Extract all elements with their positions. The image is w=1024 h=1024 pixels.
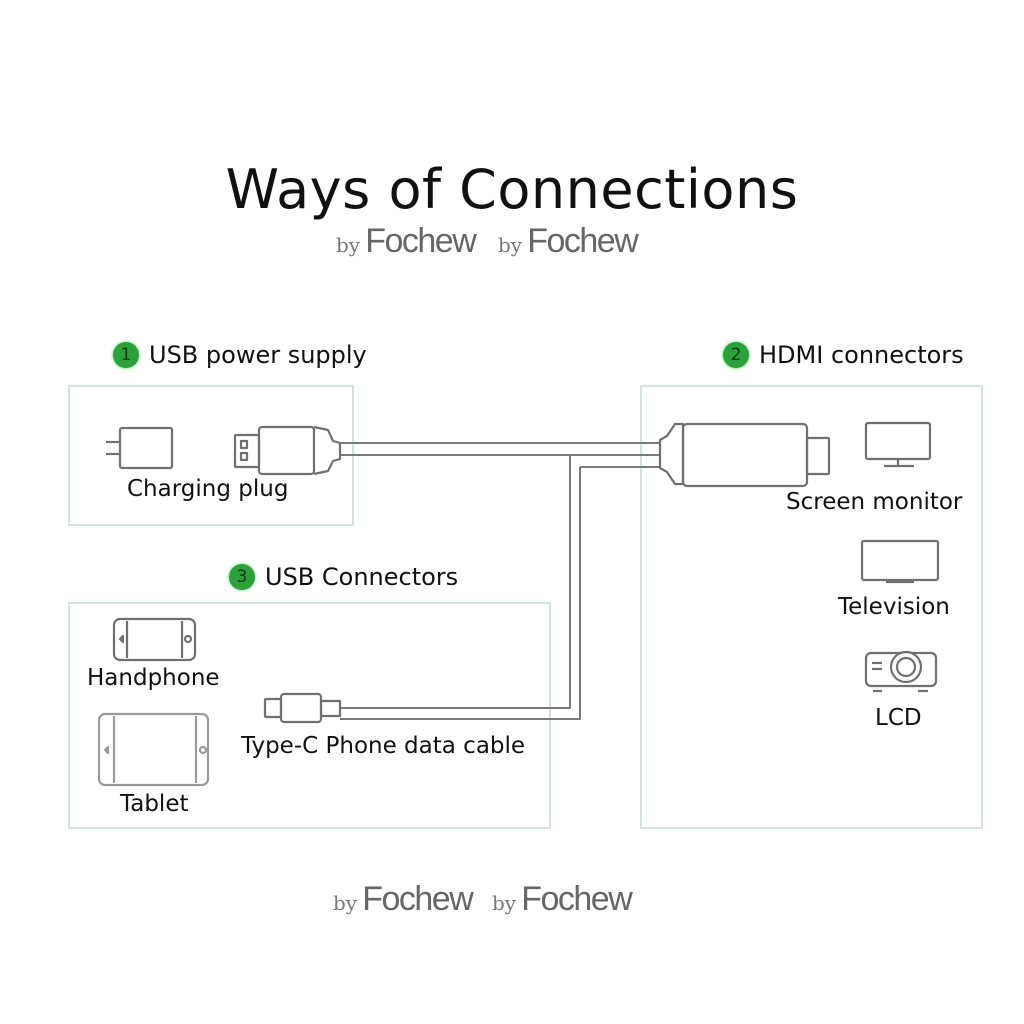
step-badge: 3 — [229, 564, 255, 590]
hdmi-connectors-box — [640, 385, 983, 829]
watermark-by: by — [333, 891, 358, 915]
usb-a-plug-icon — [233, 425, 342, 476]
watermark: by Fochew — [336, 222, 477, 261]
label-screen-monitor: Screen monitor — [786, 489, 963, 515]
watermark-by: by — [498, 233, 523, 257]
television-icon — [860, 539, 940, 584]
section-label-usb-connectors: 3 USB Connectors — [229, 563, 458, 591]
watermark: by Fochew — [492, 880, 633, 919]
hdmi-plug-icon — [658, 422, 831, 488]
label-charging-plug: Charging plug — [127, 476, 289, 502]
handphone-icon — [112, 617, 197, 662]
label-tablet: Tablet — [120, 791, 189, 817]
watermark-by: by — [336, 233, 361, 257]
tablet-icon — [97, 712, 210, 787]
type-c-plug-icon — [263, 692, 342, 724]
watermark-brand: Fochew — [521, 880, 633, 918]
label-lcd: LCD — [875, 705, 922, 731]
watermark-by: by — [492, 891, 517, 915]
label-handphone: Handphone — [87, 665, 220, 691]
usb-connectors-box — [68, 602, 551, 829]
section-title: USB Connectors — [265, 563, 459, 591]
section-title: USB power supply — [149, 341, 367, 369]
diagram-title: Ways of Connections — [225, 158, 799, 221]
step-badge: 2 — [723, 342, 749, 368]
monitor-icon — [864, 421, 932, 468]
section-label-hdmi-connectors: 2 HDMI connectors — [723, 341, 964, 369]
charging-plug-icon — [106, 426, 174, 470]
step-badge: 1 — [113, 342, 139, 368]
watermark-brand: Fochew — [362, 880, 474, 918]
watermark: by Fochew — [333, 880, 474, 919]
watermark: by Fochew — [498, 222, 639, 261]
watermark-brand: Fochew — [527, 222, 639, 260]
label-type-c-cable: Type-C Phone data cable — [241, 733, 526, 759]
label-television: Television — [838, 594, 950, 620]
section-label-usb-power-supply: 1 USB power supply — [113, 341, 367, 369]
section-title: HDMI connectors — [759, 341, 964, 369]
watermark-brand: Fochew — [365, 222, 477, 260]
projector-icon — [864, 650, 938, 693]
cable-wires — [340, 442, 660, 720]
